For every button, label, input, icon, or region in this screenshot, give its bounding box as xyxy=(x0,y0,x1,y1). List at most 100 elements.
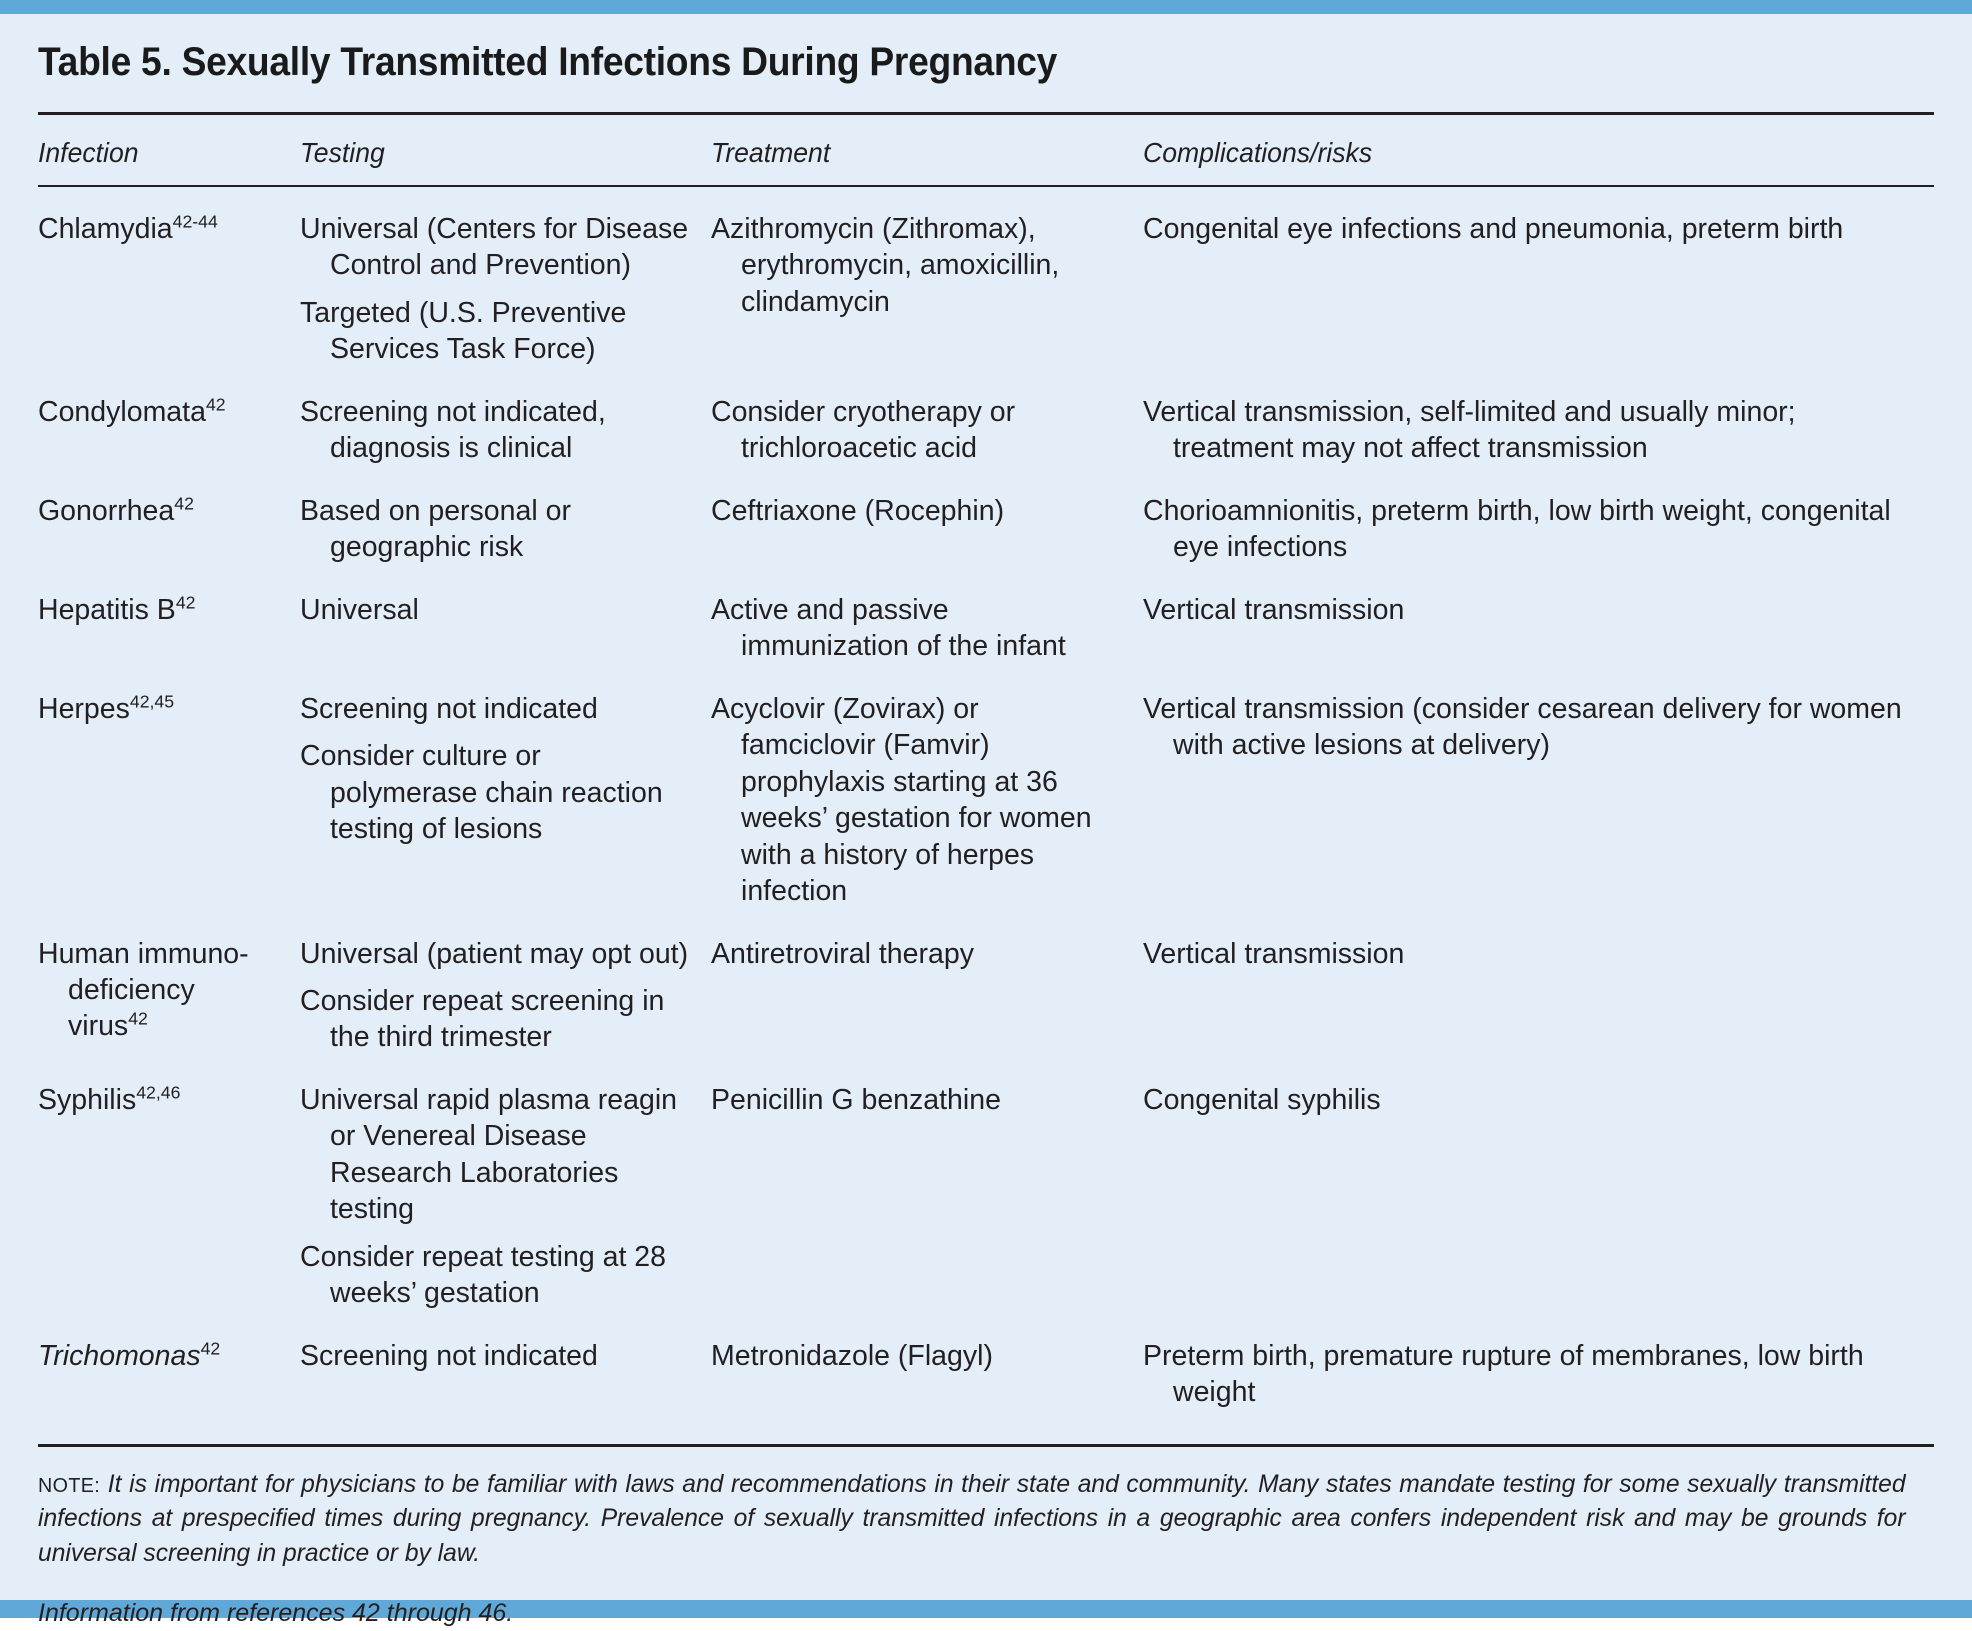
title-rule xyxy=(38,112,1934,115)
footer-rule xyxy=(38,1443,1934,1447)
header-row: Infection Testing Treatment Complication… xyxy=(38,115,1934,185)
infection-name: Trichomonas xyxy=(38,1339,201,1372)
cell-infection: Herpes42,45 xyxy=(38,678,300,923)
cell-infection: Trichomonas42 xyxy=(38,1325,300,1424)
reference-superscript: 42,45 xyxy=(129,691,175,712)
cell-paragraph: Vertical transmission xyxy=(1143,937,1405,970)
cell-paragraph: Penicillin G benzathine xyxy=(711,1083,1001,1116)
cell-paragraph: Congenital eye infections and pneumonia,… xyxy=(1143,213,1844,245)
cell-paragraph: Antiretroviral therapy xyxy=(711,937,974,970)
reference-superscript: 42,46 xyxy=(136,1082,181,1103)
cell-paragraph: Universal rapid plasma reagin or Venerea… xyxy=(300,1083,678,1226)
cell-paragraph: Congenital syphilis xyxy=(1143,1083,1381,1116)
footnote-label: NOTE: xyxy=(38,1474,101,1497)
cell-paragraph: Metronidazole (Flagyl) xyxy=(711,1339,993,1372)
cell-paragraph: Screening not indicated xyxy=(300,1339,598,1372)
cell-paragraph: Chorioamnionitis, preterm birth, low bir… xyxy=(1143,494,1891,564)
cell-testing: Screening not indicated, diagnosis is cl… xyxy=(300,381,711,480)
cell-infection: Human immuno-deficiency virus42 xyxy=(38,923,300,1069)
infection-name: Human immuno-deficiency virus xyxy=(38,937,249,1043)
cell-paragraph: Screening not indicated xyxy=(300,692,598,725)
column-header-infection: Infection xyxy=(38,137,139,168)
cell-infection: Condylomata42 xyxy=(38,381,300,480)
reference-superscript: 42 xyxy=(174,493,194,514)
cell-paragraph: Preterm birth, premature rupture of memb… xyxy=(1143,1339,1864,1409)
reference-superscript: 42 xyxy=(205,394,226,415)
infection-name: Chlamydia xyxy=(38,213,173,245)
cell-treatment: Metronidazole (Flagyl) xyxy=(711,1325,1143,1424)
reference-superscript: 42 xyxy=(175,592,196,613)
reference-superscript: 42 xyxy=(200,1338,221,1359)
cell-treatment: Active and passive immunization of the i… xyxy=(711,579,1143,678)
infection-name: Herpes xyxy=(38,692,130,725)
cell-treatment: Acyclovir (Zovirax) or famciclovir (Famv… xyxy=(711,678,1143,923)
cell-complications: Congenital syphilis xyxy=(1143,1069,1934,1325)
cell-paragraph: Azithromycin (Zithromax), erythromycin, … xyxy=(711,213,1060,318)
cell-complications: Vertical transmission xyxy=(1143,579,1934,678)
cell-complications: Congenital eye infections and pneumonia,… xyxy=(1143,187,1934,381)
cell-treatment: Penicillin G benzathine xyxy=(711,1069,1143,1325)
cell-paragraph: Based on personal or geographic risk xyxy=(300,494,571,564)
table-inner: Table 5. Sexually Transmitted Infections… xyxy=(0,14,1972,1627)
cell-complications: Preterm birth, premature rupture of memb… xyxy=(1143,1325,1934,1424)
cell-complications: Chorioamnionitis, preterm birth, low bir… xyxy=(1143,480,1934,579)
cell-paragraph: Ceftriaxone (Rocephin) xyxy=(711,494,1005,527)
footer-wrap: NOTE: It is important for physicians to … xyxy=(38,1424,1934,1631)
infection-name: Condylomata xyxy=(38,395,206,428)
header-rule xyxy=(38,185,1934,187)
cell-complications: Vertical transmission (consider cesarean… xyxy=(1143,678,1934,923)
reference-superscript: 42 xyxy=(128,1008,148,1029)
infection-name: Syphilis xyxy=(38,1083,137,1116)
cell-testing: Screening not indicated xyxy=(300,1325,711,1424)
cell-treatment: Azithromycin (Zithromax), erythromycin, … xyxy=(711,187,1143,381)
cell-paragraph: Vertical transmission xyxy=(1143,593,1405,626)
cell-testing: Universal (Centers for Disease Control a… xyxy=(300,187,711,381)
column-header-treatment: Treatment xyxy=(711,137,831,168)
cell-infection: Chlamydia42-44 xyxy=(38,187,300,381)
cell-paragraph: Universal (patient may opt out) xyxy=(300,937,689,970)
reference-superscript: 42-44 xyxy=(172,211,218,232)
cell-testing: Universal (patient may opt out) Consider … xyxy=(300,923,711,1069)
cell-infection: Gonorrhea42 xyxy=(38,480,300,579)
cell-paragraph: Consider cryotherapy or trichloroacetic … xyxy=(711,395,1016,465)
infection-name: Hepatitis B xyxy=(38,593,176,626)
cell-paragraph: Consider culture or polymerase chain rea… xyxy=(300,740,663,846)
cell-testing: Universal xyxy=(300,579,711,678)
table-head: Infection Testing Treatment Complication… xyxy=(38,115,1934,185)
column-header-complications: Complications/risks xyxy=(1143,137,1373,168)
cell-paragraph: Targeted (U.S. Preventive Services Task … xyxy=(300,296,627,366)
cell-complications: Vertical transmission, self-limited and … xyxy=(1143,381,1934,480)
cell-paragraph: Active and passive immunization of the i… xyxy=(711,593,1066,663)
page-title: Table 5. Sexually Transmitted Infections… xyxy=(38,40,1058,84)
cell-paragraph: Consider repeat screening in the third t… xyxy=(300,984,665,1054)
column-header-testing: Testing xyxy=(300,137,385,168)
footnote-information: Information from references 42 through 4… xyxy=(38,1599,514,1628)
footnote-text: It is important for physicians to be fam… xyxy=(38,1469,1906,1567)
cell-testing: Universal rapid plasma reagin or Venerea… xyxy=(300,1069,711,1325)
cell-treatment: Ceftriaxone (Rocephin) xyxy=(711,480,1143,579)
cell-paragraph: Acyclovir (Zovirax) or famciclovir (Famv… xyxy=(711,692,1092,908)
cell-paragraph: Universal (Centers for Disease Control a… xyxy=(300,213,689,282)
cell-paragraph: Vertical transmission, self-limited and … xyxy=(1143,395,1796,465)
cell-paragraph: Vertical transmission (consider cesarean… xyxy=(1143,692,1902,762)
cell-paragraph: Screening not indicated, diagnosis is cl… xyxy=(300,395,606,465)
cell-treatment: Antiretroviral therapy xyxy=(711,923,1143,1069)
cell-infection: Hepatitis B42 xyxy=(38,579,300,678)
cell-infection: Syphilis42,46 xyxy=(38,1069,300,1325)
infection-name: Gonorrhea xyxy=(38,494,175,527)
cell-paragraph: Universal xyxy=(300,593,419,626)
footnote-note: NOTE: It is important for physicians to … xyxy=(38,1467,1906,1571)
cell-testing: Based on personal or geographic risk xyxy=(300,480,711,579)
